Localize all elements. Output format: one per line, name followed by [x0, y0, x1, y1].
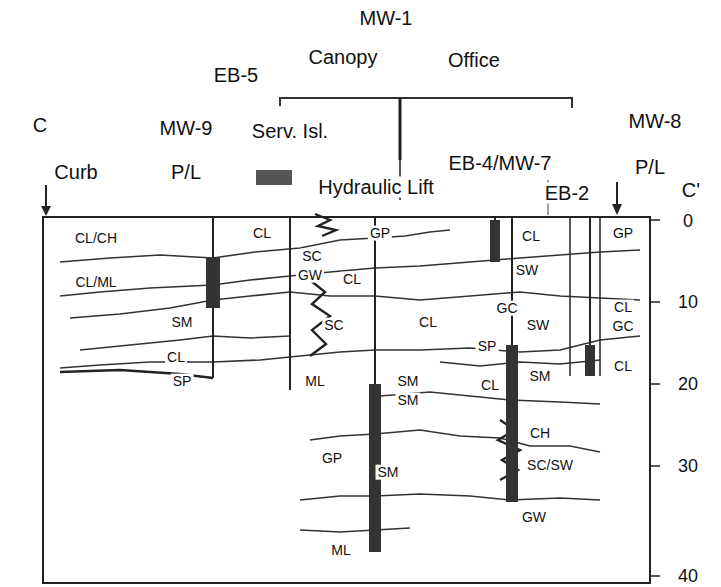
- soil-code: GP: [368, 226, 392, 241]
- soil-code: GC: [611, 319, 636, 334]
- soil-code: SC/SW: [525, 458, 575, 473]
- soil-code: SC: [322, 318, 345, 333]
- pointer-head: [612, 204, 622, 215]
- structure-label: Office: [446, 50, 502, 71]
- boring-label: EB-5: [212, 65, 260, 86]
- soil-code: ML: [329, 543, 352, 558]
- well-label: MW-8: [627, 111, 684, 132]
- soil-code: CL: [520, 229, 542, 244]
- feature-label: Hydraulic Lift: [316, 177, 436, 198]
- soil-code: SM: [396, 374, 421, 389]
- well-label: MW-1: [358, 8, 415, 29]
- boring-line: [213, 217, 600, 552]
- canopy-outline: [280, 98, 572, 108]
- boring-label: EB-2: [543, 183, 591, 204]
- soil-code: CL: [612, 300, 634, 315]
- soil-code: CL/CH: [73, 231, 119, 246]
- depth-number: 40: [676, 567, 700, 586]
- soil-code: SP: [171, 374, 194, 389]
- well-label: MW-9: [158, 118, 215, 139]
- soil-code: GC: [495, 301, 520, 316]
- depth-number: 10: [676, 293, 700, 312]
- soil-code: CL: [251, 226, 273, 241]
- depth-ticks: [650, 220, 660, 576]
- soil-code: SW: [514, 263, 541, 278]
- pointer-head: [41, 206, 51, 216]
- soil-code: GW: [296, 268, 324, 283]
- soil-code: ML: [303, 374, 326, 389]
- soil-code: GW: [520, 510, 548, 525]
- soil-code: SM: [396, 393, 421, 408]
- soil-code: CL: [165, 350, 187, 365]
- soil-code: SM: [170, 315, 195, 330]
- soil-code: SM: [528, 369, 553, 384]
- property-line-label: P/L: [633, 157, 667, 178]
- boring-label: EB-4/MW-7: [447, 153, 554, 174]
- soil-code: CL: [417, 315, 439, 330]
- soil-contact: [60, 230, 640, 532]
- structure-label: Serv. Isl.: [250, 121, 330, 142]
- soil-code: GP: [611, 226, 635, 241]
- soil-code: CL: [479, 378, 501, 393]
- soil-code: CL: [612, 359, 634, 374]
- soil-code: SC: [300, 249, 323, 264]
- soil-code: CH: [528, 426, 552, 441]
- redaction-mark: [256, 170, 292, 185]
- soil-code: GP: [320, 451, 344, 466]
- soil-code: SM: [376, 465, 401, 480]
- soil-code: CL: [341, 272, 363, 287]
- feature-label: Curb: [52, 162, 99, 183]
- section-end-label: C: [31, 115, 49, 136]
- property-line-label: P/L: [169, 162, 203, 183]
- section-frame: [43, 217, 650, 583]
- soil-contact-bold: [60, 214, 520, 480]
- depth-number: 20: [676, 375, 700, 394]
- canopy-post: [399, 98, 402, 160]
- soil-code: CL/ML: [73, 275, 118, 290]
- depth-number: 0: [681, 212, 695, 231]
- section-end-label: C': [680, 180, 702, 201]
- soil-code: SW: [525, 318, 552, 333]
- depth-number: 30: [676, 457, 700, 476]
- structure-label: Canopy: [307, 47, 380, 68]
- soil-code: SP: [476, 339, 499, 354]
- well-screen: [206, 220, 595, 552]
